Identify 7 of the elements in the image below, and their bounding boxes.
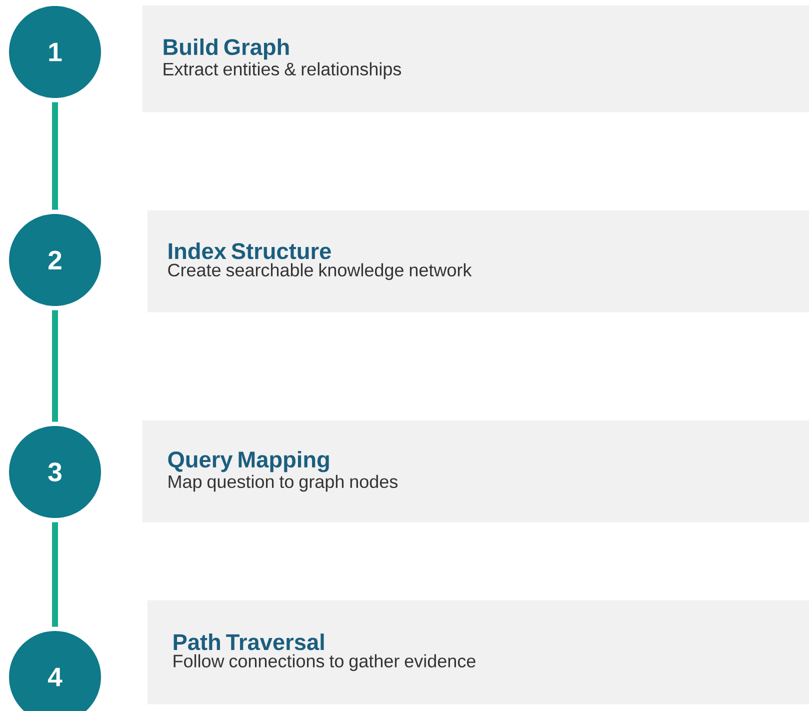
connector-line — [52, 522, 58, 627]
step-box: Query Mapping Map question to graph nodes — [142, 420, 809, 522]
step-box: Path Traversal Follow connections to gather evidence — [147, 600, 809, 704]
connector-line — [52, 310, 58, 422]
step-box: Build Graph Extract entities & relationships — [142, 5, 809, 112]
connector-line — [52, 102, 58, 210]
step-box: Index Structure Create searchable knowledge network — [147, 210, 809, 312]
